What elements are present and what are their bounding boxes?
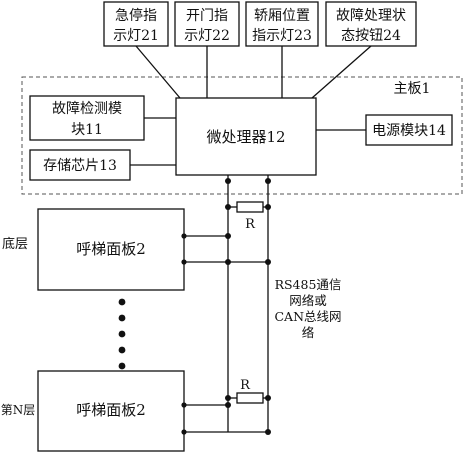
car-position-indicator-line1: 轿厢位置 <box>254 8 310 24</box>
fault-status-button-line1: 故障处理状 <box>336 8 406 24</box>
fault-status-connector <box>311 45 372 99</box>
termination-resistor-top <box>236 201 264 213</box>
bus-junction <box>265 259 271 265</box>
fault-detect-box <box>29 95 145 141</box>
bus-junction <box>265 204 271 210</box>
fault-status-button-box <box>325 1 417 47</box>
power-label: 电源模块14 <box>372 123 446 139</box>
mainboard-frame <box>21 76 463 195</box>
call-panel-bottom <box>37 208 185 291</box>
bus-junction <box>225 204 231 210</box>
call-panel-top <box>37 370 185 452</box>
storage-label: 存储芯片13 <box>43 158 117 174</box>
bus-junction <box>225 233 231 239</box>
bus-junction <box>225 259 231 265</box>
bus-junction <box>225 402 231 408</box>
call-panel-bottom-label: 呼梯面板2 <box>76 240 146 258</box>
network-label-line4: 络 <box>302 325 315 340</box>
network-label-line1: RS485通信 <box>275 277 342 292</box>
fault-detect-line2: 块11 <box>71 122 103 138</box>
ellipsis-dot <box>118 330 126 338</box>
mainboard-label: 主板1 <box>394 81 431 97</box>
bus-junction <box>225 178 231 184</box>
ellipsis-dot <box>118 298 126 306</box>
bus-junction <box>265 178 271 184</box>
bottom-floor-label: 底层 <box>2 236 28 252</box>
door-indicator-box <box>174 1 240 47</box>
estop-connector <box>135 45 181 99</box>
car-position-indicator-line2: 指示灯23 <box>252 28 312 44</box>
fault-status-button-line2: 态按钮24 <box>341 28 401 44</box>
ellipsis-dot <box>118 314 126 322</box>
top-floor-label: 第N层 <box>1 403 36 417</box>
cpu-box <box>175 97 317 176</box>
estop-indicator-line2: 示灯21 <box>113 28 159 44</box>
terminal-dot <box>181 402 187 408</box>
door-indicator-line2: 示灯22 <box>184 28 230 44</box>
ellipsis-dot <box>118 362 126 370</box>
terminal-dot <box>181 233 187 239</box>
terminal-dot <box>181 429 187 435</box>
resistor-label-top: R <box>245 217 256 232</box>
power-box <box>365 114 453 146</box>
ellipsis-dot <box>118 346 126 354</box>
bus-junction <box>265 395 271 401</box>
bus-junction <box>225 395 231 401</box>
call-panel-top-label: 呼梯面板2 <box>76 401 146 419</box>
termination-resistor-bottom <box>236 392 264 404</box>
fault-detect-line1: 故障检测模 <box>52 101 122 117</box>
cpu-label: 微处理器12 <box>206 128 285 146</box>
resistor-label-bottom: R <box>240 378 251 393</box>
estop-indicator-line1: 急停指 <box>115 7 157 24</box>
terminal-dot <box>181 259 187 265</box>
network-label-line2: 网络或 <box>289 293 327 308</box>
door-indicator-line1: 开门指 <box>186 8 228 24</box>
network-label-line3: CAN总线网 <box>274 309 341 324</box>
bus-junction <box>265 429 271 435</box>
estop-indicator-box <box>103 1 169 47</box>
